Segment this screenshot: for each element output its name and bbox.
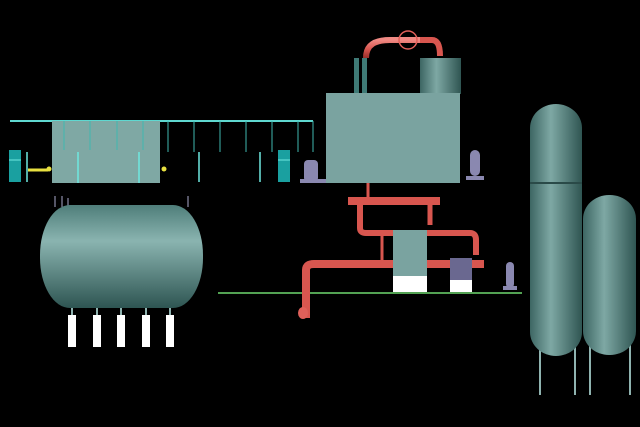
horizontal-storage-tank xyxy=(40,196,203,347)
tank-footings xyxy=(68,315,174,347)
valve-icon xyxy=(503,262,517,290)
pump-right-icon xyxy=(466,150,484,180)
left-bin xyxy=(9,150,21,182)
filter-cartridges xyxy=(354,58,367,93)
head-tank xyxy=(420,58,461,94)
right-bin xyxy=(278,150,290,182)
inlet-flange xyxy=(298,307,308,319)
reactor-box xyxy=(326,93,460,183)
vertical-tank-right xyxy=(583,195,636,355)
pump-left-icon xyxy=(300,160,326,183)
main-process-unit xyxy=(300,30,484,183)
separator-unit xyxy=(393,230,427,276)
pump-base xyxy=(450,280,472,292)
hopper-box xyxy=(52,121,160,183)
pump-unit xyxy=(450,258,472,280)
vertical-tanks xyxy=(530,104,636,395)
vertical-tank-left xyxy=(530,104,582,356)
valve-handwheel-icon xyxy=(398,30,418,50)
overhead-conveyor xyxy=(9,120,314,183)
separator-base xyxy=(393,276,427,292)
